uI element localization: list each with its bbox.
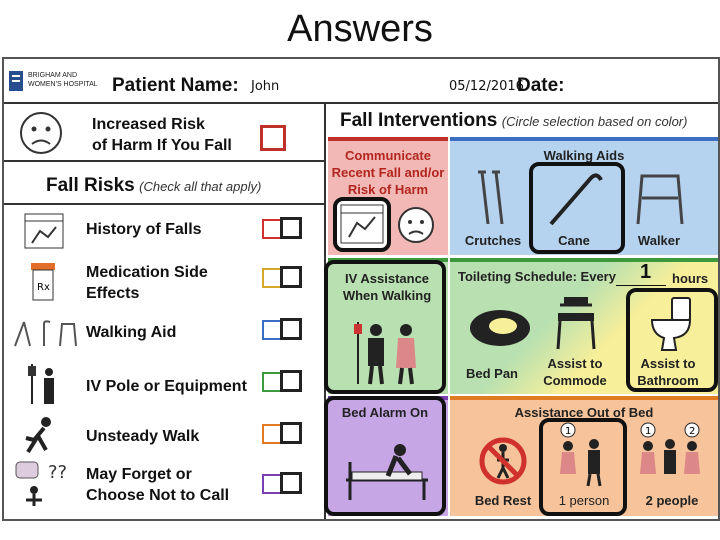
bed-pan-icon — [470, 310, 530, 346]
history-color-box — [262, 219, 282, 239]
iv-pole-label: IV Pole or Equipment — [86, 378, 247, 395]
unsteady-color-box — [262, 424, 282, 444]
increased-risk-checkbox[interactable] — [260, 125, 286, 151]
slide-title: Answers — [287, 8, 433, 50]
bed-pan-label: Bed Pan — [465, 366, 518, 381]
bed-alarm-selection-circle — [324, 396, 446, 516]
one-person-selection-circle — [539, 418, 627, 516]
bed-rest-label: Bed Rest — [474, 493, 532, 508]
fall-interventions-heading: Fall Interventions (Circle selection bas… — [340, 110, 688, 131]
walking-aids-panel: Walking Aids — [450, 137, 718, 255]
cane-label: Cane — [558, 233, 590, 248]
fall-risks-heading: Fall Risks (Check all that apply) — [46, 175, 262, 196]
bed-alarm-title: Bed Alarm On — [341, 405, 429, 420]
cane-icon — [549, 173, 603, 226]
risk-row-unsteady: Unsteady Walk — [4, 412, 322, 458]
falling-person-icon — [25, 417, 51, 454]
one-person-assist-icon: 1 — [560, 422, 602, 487]
walking-aid-icon — [14, 320, 77, 347]
hospital-crest-icon — [9, 71, 23, 91]
confused-person-icon: ?? — [15, 461, 67, 506]
walking-aid-color-box — [262, 320, 282, 340]
forget-color-box — [262, 474, 282, 494]
bathroom-selection-circle — [626, 288, 718, 392]
svg-text:??: ?? — [48, 462, 67, 483]
crutches-icon — [478, 170, 504, 225]
out-of-bed-title: Assistance Out of Bed — [514, 405, 654, 420]
risk-row-iv-pole: IV Pole or Equipment — [4, 360, 322, 410]
bed-alarm-icon — [346, 444, 428, 500]
unsteady-walk-label: Unsteady Walk — [86, 428, 200, 445]
walker-label: Walker — [637, 233, 681, 248]
svg-text:Rx: Rx — [37, 282, 50, 293]
communicate-selection-circle — [333, 197, 391, 252]
patient-name-value: John — [251, 79, 280, 94]
toileting-hours-value[interactable]: 1 — [640, 261, 652, 283]
risk-row-walking-aid: Walking Aid — [4, 312, 322, 356]
left-divider-2 — [4, 203, 324, 205]
toileting-title-row: Toileting Schedule: Every — [458, 269, 616, 284]
toileting-hours-line — [616, 285, 666, 286]
iv-walking-assist-icon — [354, 322, 416, 385]
calendar-fall-icon — [340, 204, 384, 244]
date-value: 05/12/2016 — [449, 79, 524, 94]
svg-text:2: 2 — [689, 426, 695, 437]
walking-aids-title: Walking Aids — [543, 148, 625, 163]
crutches-label: Crutches — [464, 233, 522, 248]
svg-text:1: 1 — [645, 426, 651, 437]
date-label: Date: — [517, 75, 565, 96]
medication-color-box — [262, 268, 282, 288]
bed-alarm-panel — [328, 396, 448, 516]
iv-pole-color-box — [262, 372, 282, 392]
unsteady-walk-checkbox[interactable] — [280, 422, 302, 444]
svg-text:1: 1 — [565, 426, 571, 437]
hospital-logo: BRIGHAM AND WOMEN'S HOSPITAL — [8, 68, 108, 94]
toilet-icon — [650, 297, 692, 351]
walking-aid-checkbox[interactable] — [280, 318, 302, 340]
worried-face-icon — [398, 207, 434, 243]
history-of-falls-checkbox[interactable] — [280, 217, 302, 239]
cane-selection-circle — [529, 162, 625, 254]
toileting-hours-label: hours — [672, 271, 709, 286]
calendar-fall-icon — [24, 213, 64, 249]
header-divider — [4, 102, 718, 104]
no-walking-icon — [479, 437, 527, 485]
two-people-label: 2 people — [645, 493, 699, 508]
walker-icon — [636, 174, 684, 225]
patient-name-label: Patient Name: — [112, 75, 239, 96]
history-of-falls-label: History of Falls — [86, 221, 202, 238]
risk-row-history: History of Falls — [4, 205, 322, 255]
worried-face-icon — [18, 110, 64, 156]
commode-icon — [556, 297, 596, 350]
medication-checkbox[interactable] — [280, 266, 302, 288]
may-forget-checkbox[interactable] — [280, 472, 302, 494]
left-divider-1 — [4, 160, 324, 162]
iv-pole-checkbox[interactable] — [280, 370, 302, 392]
one-person-label: 1 person — [558, 493, 610, 508]
walking-aid-label: Walking Aid — [86, 324, 177, 341]
iv-assistance-selection-circle — [324, 260, 446, 394]
iv-pole-icon — [28, 364, 54, 404]
pill-bottle-icon: Rx — [31, 263, 55, 301]
